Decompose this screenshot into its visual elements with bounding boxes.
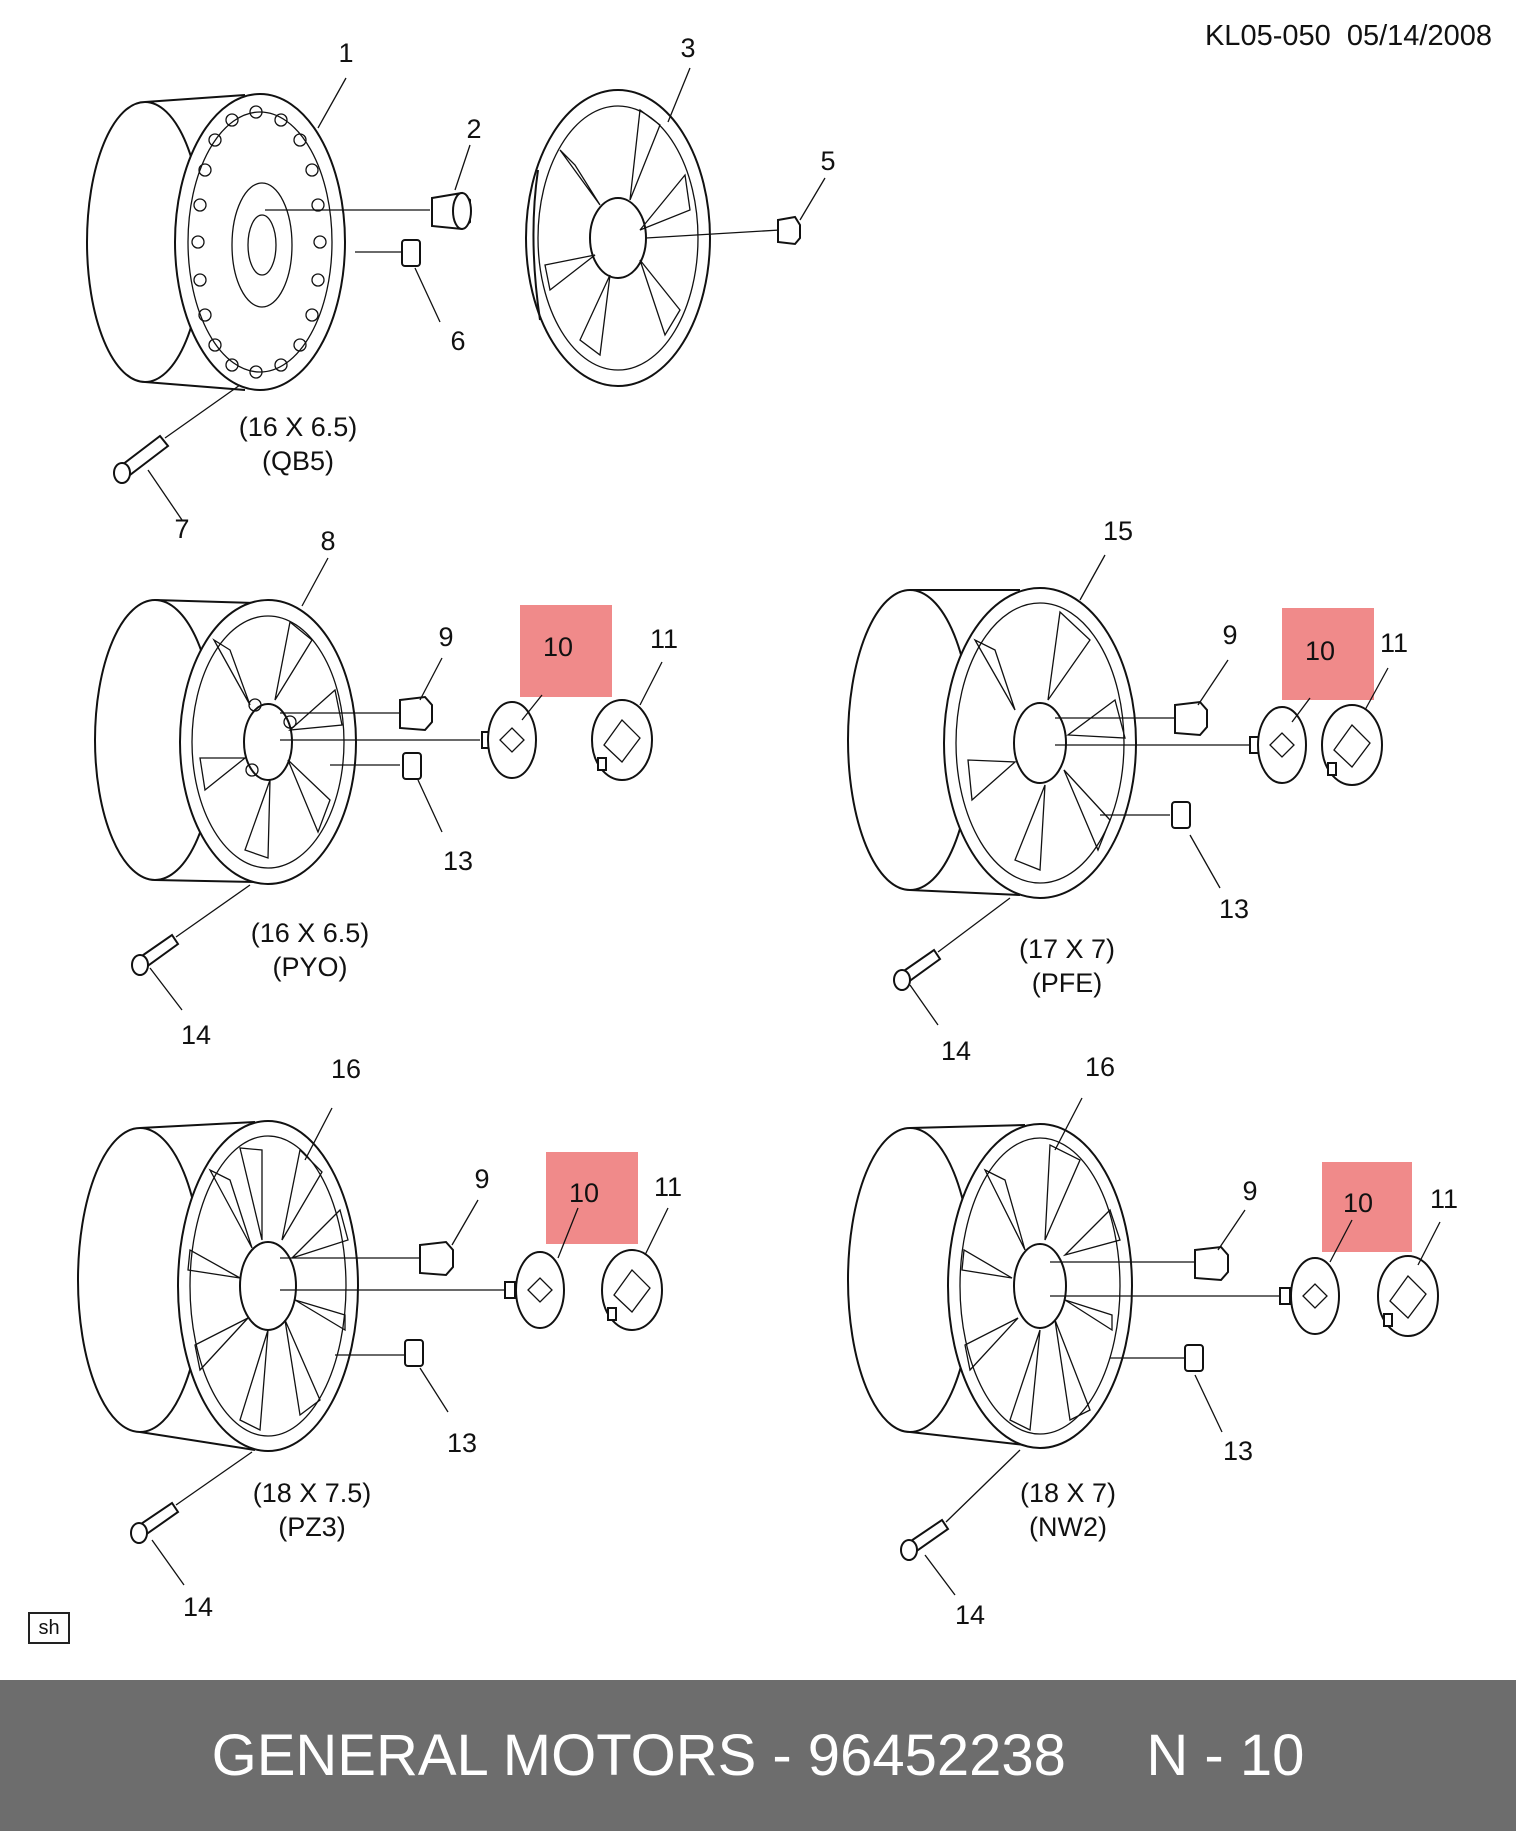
callout-15: 15 (1103, 516, 1133, 546)
alloy-wheel-pyo (94, 599, 480, 885)
callout-16: 16 (331, 1054, 361, 1084)
wheel-size-pfe: (17 X 7) (1019, 934, 1115, 964)
callout-11: 11 (654, 1172, 682, 1202)
balance-weight (401, 239, 421, 267)
callout-13: 13 (447, 1428, 477, 1458)
center-cap-highlighted (1279, 1162, 1412, 1335)
callout-9: 9 (1222, 620, 1237, 650)
wheel-size-pyo: (16 X 6.5) (251, 918, 370, 948)
callout-9: 9 (474, 1164, 489, 1194)
corner-tag: sh (28, 1612, 70, 1644)
callout-14: 14 (941, 1036, 971, 1066)
alloy-wheel-pz3 (77, 1120, 505, 1452)
valve-stem (893, 897, 1011, 991)
callout-14: 14 (955, 1600, 985, 1630)
callout-14: 14 (181, 1020, 211, 1050)
wheel-code-pfe: (PFE) (1032, 968, 1103, 998)
wheel-size-nw2: (18 X 7) (1020, 1478, 1116, 1508)
callout-11: 11 (1380, 628, 1408, 658)
wheel-code-qb5: (QB5) (262, 446, 334, 476)
callout-1: 1 (338, 38, 353, 68)
lug-nut (1194, 1245, 1229, 1282)
callout-11: 11 (650, 624, 678, 654)
wheel-size-qb5: (16 X 6.5) (239, 412, 358, 442)
chevrolet-emblem-cap (601, 1249, 663, 1331)
part-number-caption: GENERAL MOTORS - 96452238 N - 10 (211, 1723, 1305, 1788)
callout-10: 10 (569, 1178, 599, 1208)
callout-16: 16 (1085, 1052, 1115, 1082)
callout-2: 2 (466, 114, 481, 144)
callout-5: 5 (820, 146, 835, 176)
diagram-reference: KL05-050 05/14/2008 (1204, 20, 1492, 52)
wheel-code-pyo: (PYO) (272, 952, 347, 982)
balance-weight (1184, 1344, 1204, 1372)
callout-13: 13 (443, 846, 473, 876)
valve-stem (130, 1451, 253, 1544)
alloy-wheel-nw2 (847, 1123, 1280, 1449)
callout-10: 10 (1305, 636, 1335, 666)
callout-11: 11 (1430, 1184, 1458, 1214)
wheel-size-pz3: (18 X 7.5) (253, 1478, 372, 1508)
callout-14: 14 (183, 1592, 213, 1622)
callout-10: 10 (543, 632, 573, 662)
center-cap-highlighted (1249, 608, 1374, 784)
callout-9: 9 (438, 622, 453, 652)
balance-weight (404, 1339, 424, 1367)
center-cap-highlighted (481, 605, 612, 779)
chevrolet-emblem-cap (591, 699, 653, 781)
valve-stem (900, 1449, 1021, 1561)
callout-13: 13 (1223, 1436, 1253, 1466)
lug-nut (431, 191, 472, 231)
wheel-parts-diagram: 1 2 3 5 6 7 8 9 10 11 13 14 15 9 10 11 1… (77, 33, 1458, 1630)
wheel-code-pz3: (PZ3) (278, 1512, 346, 1542)
callout-3: 3 (680, 33, 695, 63)
callout-9: 9 (1242, 1176, 1257, 1206)
wheel-spec-labels: (16 X 6.5) (QB5) (16 X 6.5) (PYO) (17 X … (239, 412, 1116, 1542)
callout-10: 10 (1343, 1188, 1373, 1218)
cover-nut (777, 215, 801, 246)
balance-weight (1171, 801, 1191, 829)
lug-nut (1174, 700, 1208, 737)
lug-nut (419, 1240, 454, 1277)
callout-8: 8 (320, 526, 335, 556)
alloy-wheel-pfe (847, 587, 1250, 899)
center-cap-highlighted (504, 1152, 638, 1329)
footer-bar: GENERAL MOTORS - 96452238 N - 10 (0, 1680, 1516, 1831)
steel-wheel-qb5 (86, 93, 430, 391)
chevrolet-emblem-cap (1321, 704, 1383, 786)
lug-nut (399, 695, 433, 732)
callout-7: 7 (174, 514, 189, 544)
callout-6: 6 (450, 326, 465, 356)
wheel-cover (525, 89, 781, 387)
wheel-code-nw2: (NW2) (1029, 1512, 1107, 1542)
valve-stem (113, 384, 241, 484)
callout-labels: 1 2 3 5 6 7 8 9 10 11 13 14 15 9 10 11 1… (174, 33, 1458, 1630)
valve-stem (131, 884, 251, 976)
chevrolet-emblem-cap (1377, 1255, 1439, 1337)
callout-13: 13 (1219, 894, 1249, 924)
balance-weight (402, 752, 422, 780)
